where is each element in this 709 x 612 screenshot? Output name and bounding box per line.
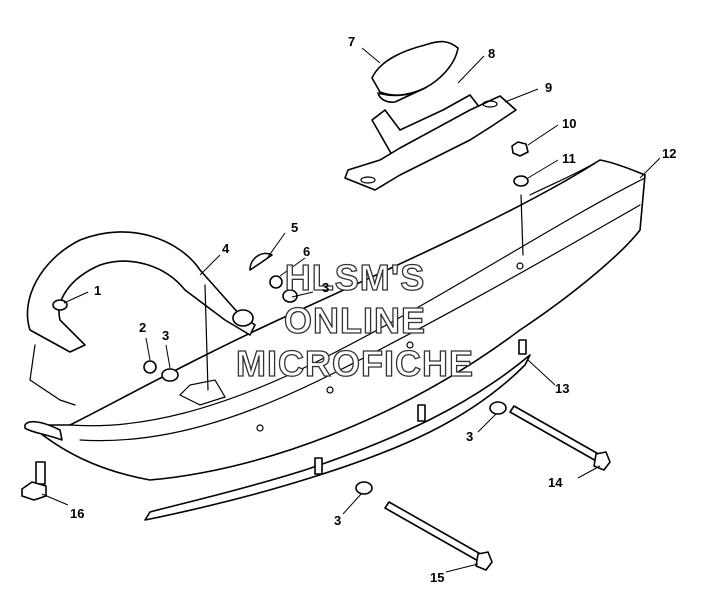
bolt-long <box>384 501 485 563</box>
watermark-line-2: ONLINE <box>284 300 426 341</box>
bolt-head <box>475 551 493 571</box>
callout-14: 14 <box>548 475 563 490</box>
callout-11: 11 <box>562 151 576 166</box>
callout-16: 16 <box>70 506 84 521</box>
callout-3: 3 <box>334 513 341 528</box>
handle-nut <box>52 299 68 311</box>
bolt-short <box>35 461 46 485</box>
callout-5: 5 <box>291 220 298 235</box>
washer <box>489 401 507 415</box>
callout-4: 4 <box>222 241 230 256</box>
callouts: 1 2 3 3 3 3 4 5 6 7 8 9 10 11 12 13 14 1… <box>70 34 676 585</box>
washer <box>513 175 529 187</box>
leader-lines <box>41 47 661 573</box>
hardware <box>21 141 611 571</box>
wear-bar-stud <box>417 404 426 422</box>
watermark: HLSM'S ONLINE MICROFICHE <box>235 256 474 384</box>
cotter-pin <box>249 252 273 271</box>
callout-2: 2 <box>139 320 146 335</box>
washer <box>355 481 373 495</box>
bolt-head <box>21 481 47 501</box>
wear-bar-stud <box>518 339 527 355</box>
bolt-long <box>509 405 603 463</box>
nut <box>269 275 283 289</box>
callout-3: 3 <box>162 328 169 343</box>
ski-handle <box>26 231 256 406</box>
ski-saddle-assembly <box>344 40 517 191</box>
callout-8: 8 <box>488 46 495 61</box>
cushion <box>371 40 459 97</box>
callout-12: 12 <box>662 146 676 161</box>
ski-body <box>29 159 646 481</box>
callout-3: 3 <box>466 429 473 444</box>
callout-6: 6 <box>303 244 310 259</box>
watermark-line-3: MICROFICHE <box>236 343 474 384</box>
washer <box>161 368 179 382</box>
callout-7: 7 <box>348 34 355 49</box>
callout-9: 9 <box>545 80 552 95</box>
callout-10: 10 <box>562 116 576 131</box>
bolt-head <box>593 451 611 471</box>
callout-3: 3 <box>322 280 329 295</box>
watermark-line-1: HLSM'S <box>285 257 426 298</box>
mount-plate <box>344 95 517 191</box>
nut <box>143 360 157 374</box>
nut <box>511 141 529 157</box>
wear-bar-stud <box>314 457 323 475</box>
callout-13: 13 <box>555 381 569 396</box>
wear-bar <box>24 339 531 521</box>
callout-15: 15 <box>430 570 444 585</box>
callout-1: 1 <box>94 283 101 298</box>
